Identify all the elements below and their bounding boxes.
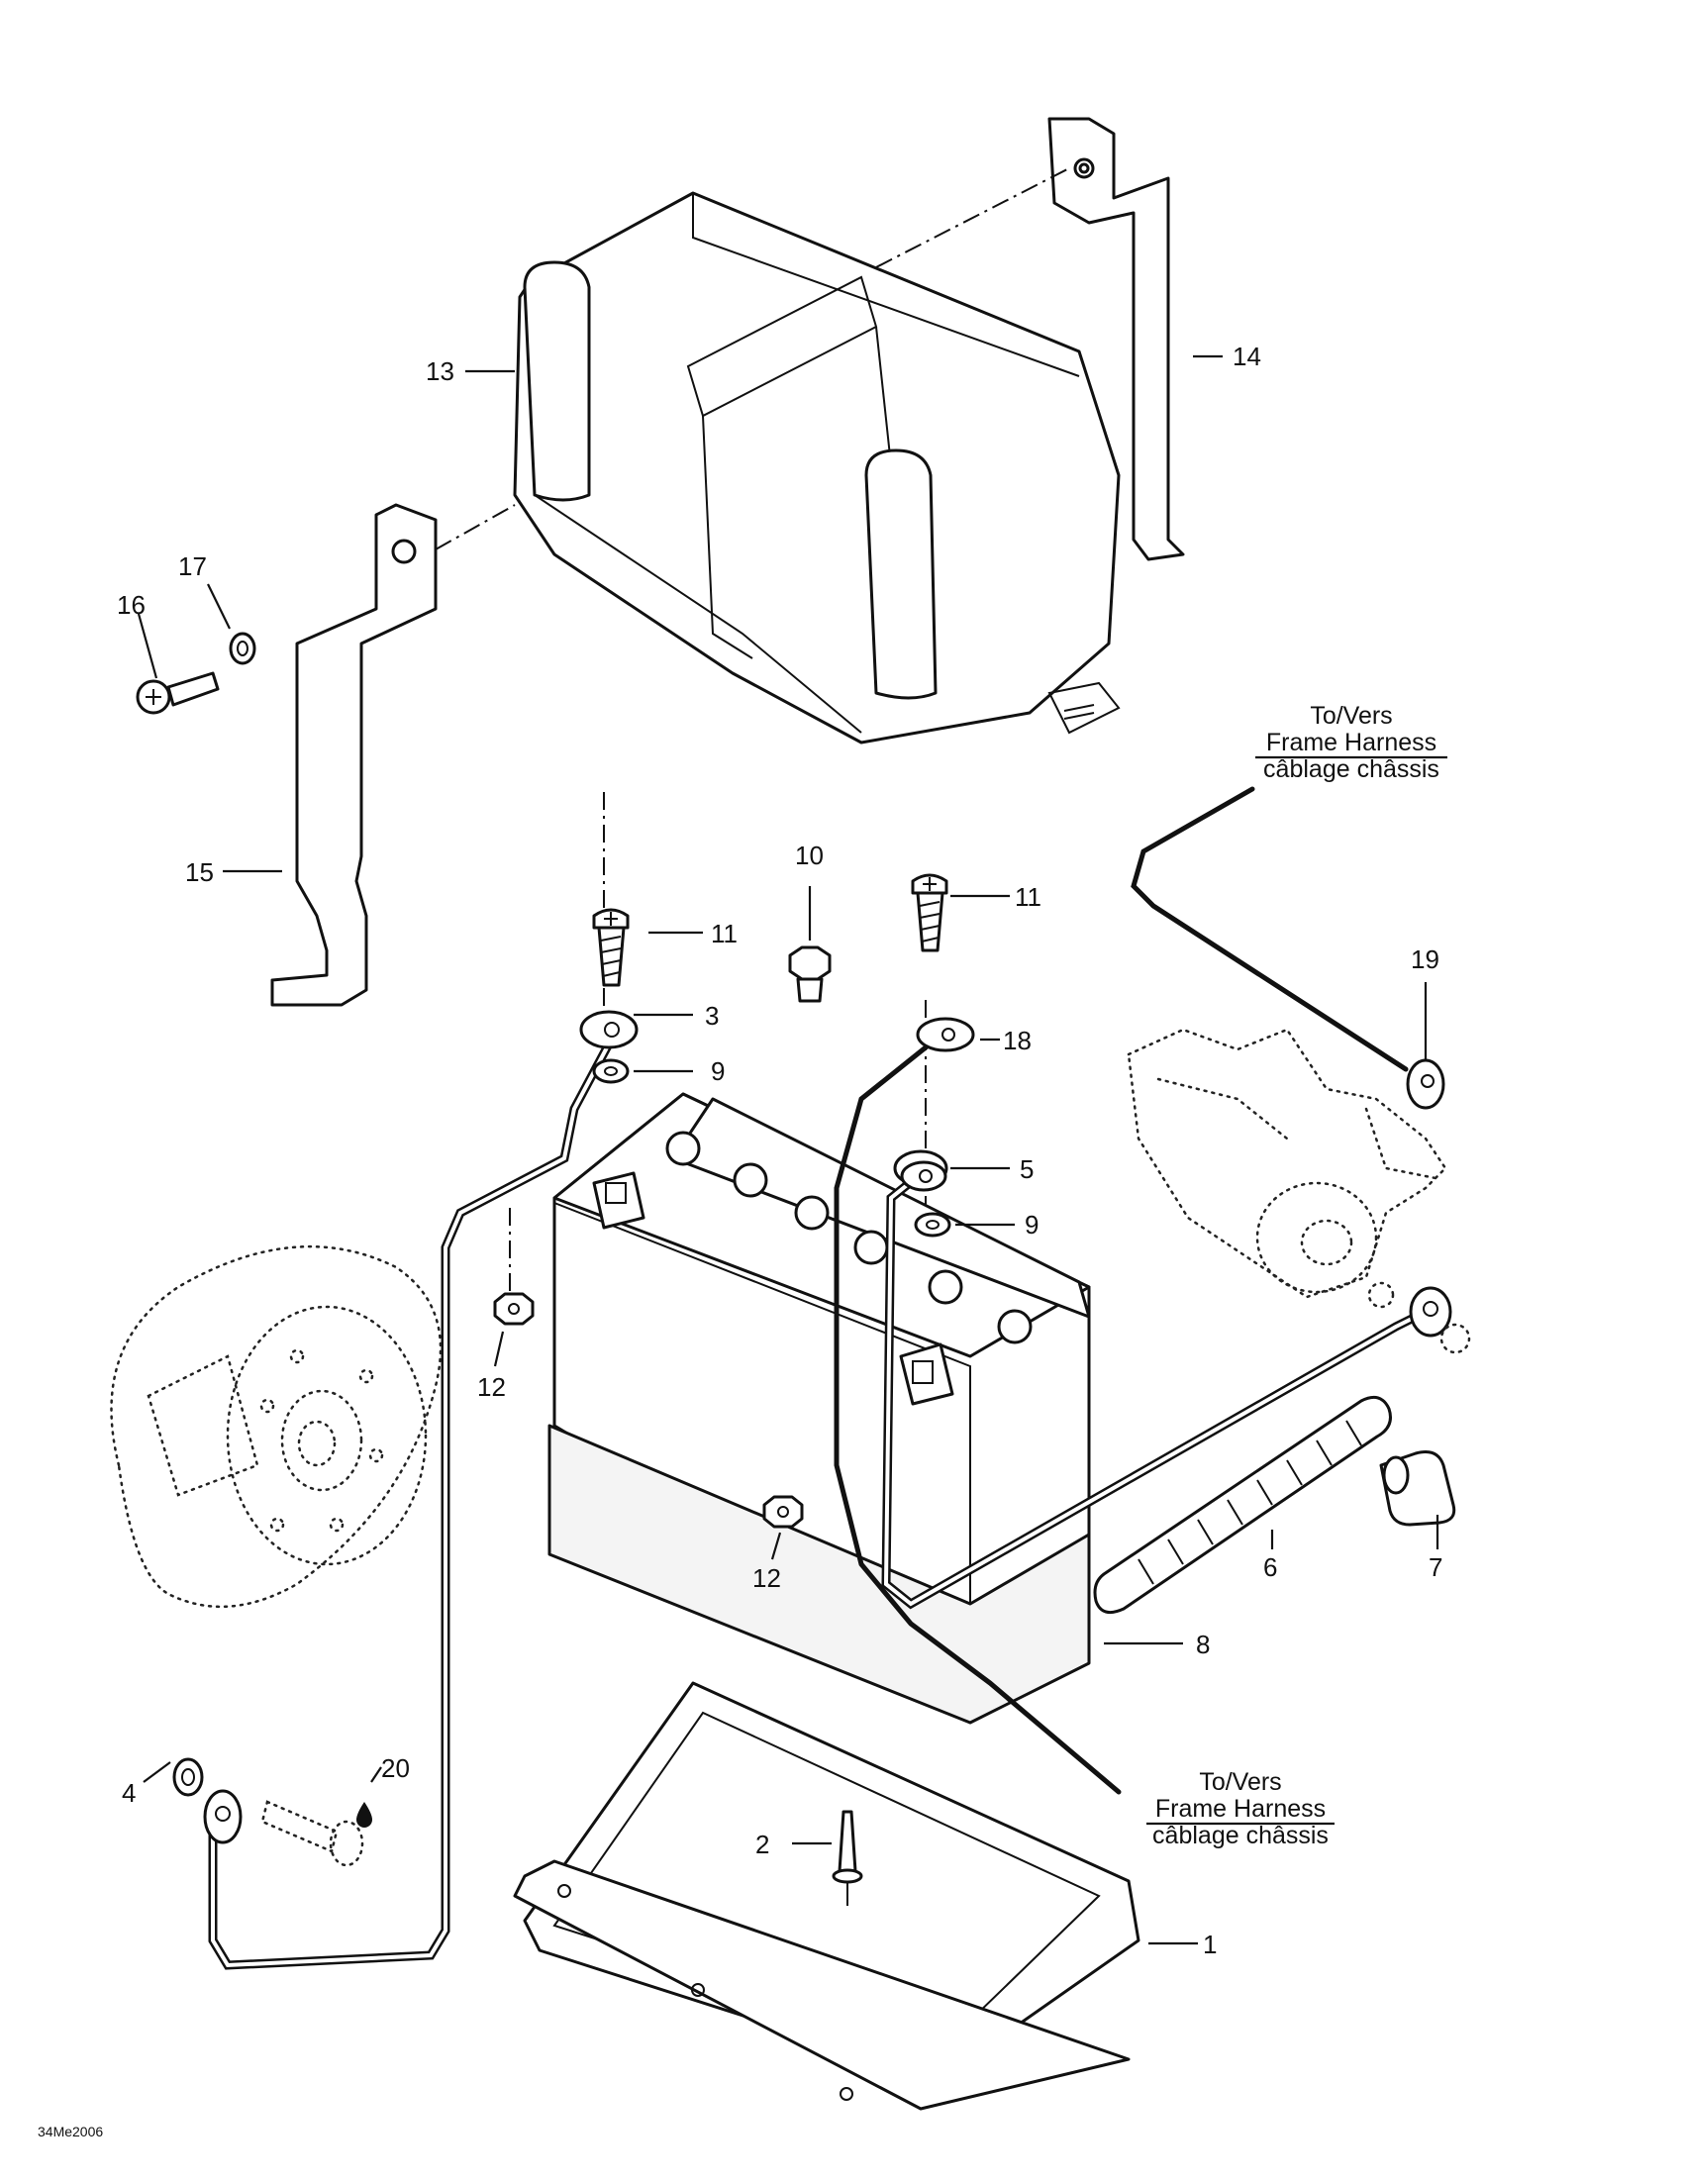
- callout-5: 5: [1020, 1154, 1034, 1184]
- callout-9-lower: 9: [1025, 1210, 1039, 1240]
- callout-18: 18: [1003, 1026, 1032, 1055]
- cable-harness-lower: [834, 1017, 1122, 1795]
- star-washer-4: [172, 1757, 204, 1797]
- leader-lines: [137, 354, 1439, 1945]
- figure-id: 34Me2006: [38, 2124, 103, 2139]
- callout-16: 16: [117, 590, 146, 620]
- battery-tray: [513, 1681, 1140, 2111]
- callout-4: 4: [122, 1778, 136, 1808]
- callout-1: 1: [1203, 1930, 1217, 1959]
- callout-3: 3: [705, 1001, 719, 1031]
- harness-note-upper: To/Vers Frame Harness câblage châssis: [1255, 702, 1447, 783]
- push-pin: [832, 1810, 863, 1906]
- callout-12-lower: 12: [752, 1563, 781, 1593]
- callout-7: 7: [1429, 1552, 1442, 1582]
- bolt-11-left: [592, 908, 630, 987]
- washer-9-right: [914, 1212, 951, 1238]
- callout-20: 20: [381, 1753, 410, 1783]
- callout-14: 14: [1233, 342, 1261, 371]
- callout-2: 2: [755, 1830, 769, 1859]
- callout-8: 8: [1196, 1630, 1210, 1659]
- callout-11-right: 11: [1015, 882, 1041, 912]
- callout-11-left: 11: [711, 919, 738, 948]
- washer-9-left: [592, 1058, 630, 1084]
- nut-12-lower: [762, 1495, 804, 1529]
- callout-9-upper: 9: [711, 1056, 725, 1086]
- bolt-11-right: [911, 873, 948, 952]
- cover-bracket-left: [270, 503, 438, 1007]
- harness-note-lower: To/Vers Frame Harness câblage châssis: [1146, 1768, 1335, 1849]
- cable-sleeve: [1093, 1395, 1392, 1615]
- battery: [547, 1092, 1091, 1725]
- battery-cover: [513, 191, 1121, 745]
- svg-text:To/Vers: To/Vers: [1310, 702, 1392, 730]
- cable-negative: [203, 1010, 639, 1970]
- callout-12-upper: 12: [477, 1372, 506, 1402]
- callout-19: 19: [1411, 944, 1439, 974]
- cover-bracket-right: [1047, 117, 1185, 561]
- callout-10: 10: [795, 841, 824, 870]
- vent-cap: [788, 945, 832, 1003]
- bolt-20: [260, 1800, 364, 1867]
- svg-text:câblage châssis: câblage châssis: [1152, 1822, 1329, 1849]
- flywheel-housing: [110, 1244, 443, 1609]
- callout-13: 13: [426, 356, 454, 386]
- svg-text:To/Vers: To/Vers: [1199, 1768, 1281, 1796]
- starter-motor: [1127, 1028, 1471, 1354]
- screw-16: [136, 671, 220, 715]
- ring-terminal-5: [900, 1160, 947, 1192]
- callout-15: 15: [185, 857, 214, 887]
- callout-labels: 1 2 3 4 5 6 7 8 9 9 10 11 11 12 12 13 14…: [117, 342, 1442, 1959]
- callout-6: 6: [1263, 1552, 1277, 1582]
- svg-text:Frame Harness: Frame Harness: [1155, 1795, 1326, 1823]
- svg-text:câblage châssis: câblage châssis: [1263, 755, 1439, 783]
- cable-harness-upper-19: [1131, 786, 1445, 1110]
- threadlock-drop-icon: [356, 1802, 372, 1828]
- svg-text:Frame Harness: Frame Harness: [1266, 729, 1436, 756]
- nut-12-upper: [493, 1292, 535, 1326]
- terminal-cap: [1379, 1450, 1456, 1527]
- washer-17: [229, 632, 256, 665]
- callout-17: 17: [178, 551, 207, 581]
